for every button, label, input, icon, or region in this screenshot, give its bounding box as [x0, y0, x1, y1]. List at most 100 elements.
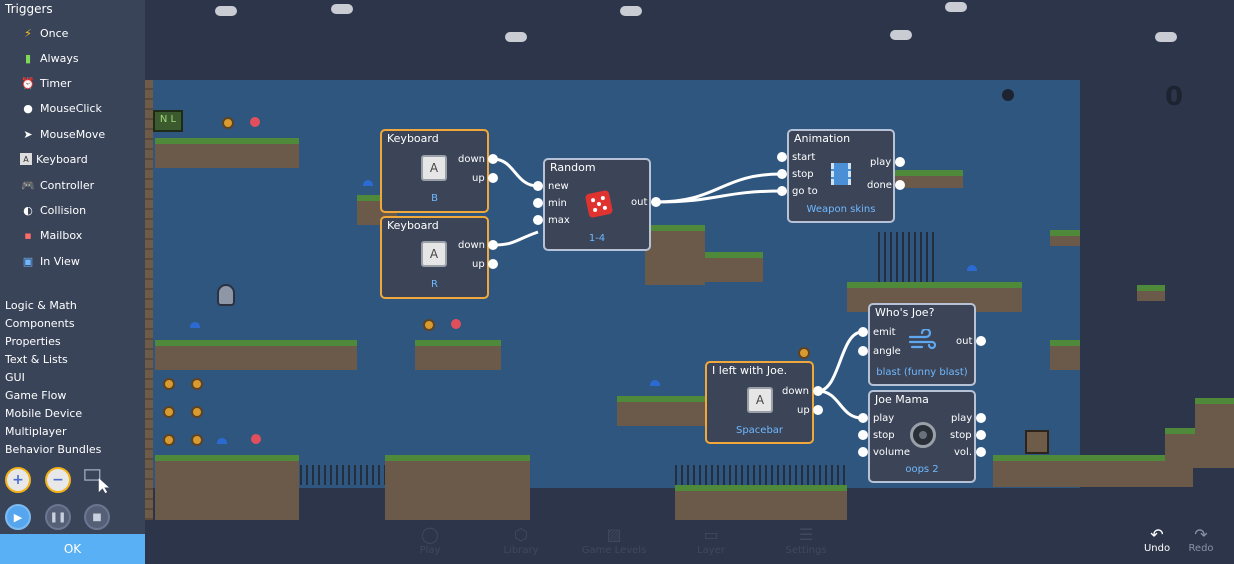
- port-emit-dot[interactable]: [858, 327, 868, 337]
- port-angle: angle: [873, 346, 901, 357]
- node-subtitle: Spacebar: [735, 425, 784, 436]
- category-logic-math[interactable]: Logic & Math: [5, 299, 77, 312]
- category-gui[interactable]: GUI: [5, 371, 25, 384]
- port-new-dot[interactable]: [533, 181, 543, 191]
- port-stop-dot[interactable]: [777, 169, 787, 179]
- select-cursor-icon[interactable]: [83, 468, 109, 494]
- category-text-lists[interactable]: Text & Lists: [5, 353, 68, 366]
- category-mobile-device[interactable]: Mobile Device: [5, 407, 83, 420]
- nav-layer[interactable]: ▭Layer: [695, 525, 727, 556]
- port-stop-dot[interactable]: [858, 430, 868, 440]
- node-left-with-joe[interactable]: I left with Joe. A down up Spacebar: [705, 361, 814, 444]
- spike-trap: [675, 465, 847, 485]
- trigger-controller[interactable]: 🎮Controller: [21, 178, 95, 192]
- bush: [967, 265, 977, 271]
- node-joe-mama[interactable]: Joe Mama play stop volume play stop vol.…: [868, 390, 976, 483]
- platform: [1165, 428, 1195, 468]
- port-down-dot[interactable]: [813, 386, 823, 396]
- cloud: [331, 4, 353, 14]
- port-go-to-dot[interactable]: [777, 186, 787, 196]
- port-min-dot[interactable]: [533, 198, 543, 208]
- trigger-mailbox[interactable]: ▪Mailbox: [20, 226, 82, 244]
- category-behavior-bundles[interactable]: Behavior Bundles: [5, 443, 102, 456]
- port-min: min: [548, 198, 567, 209]
- player-character[interactable]: [217, 284, 235, 306]
- port-down-dot[interactable]: [488, 154, 498, 164]
- trigger-collision[interactable]: ◐Collision: [20, 201, 86, 219]
- trigger-mousemove[interactable]: ➤MouseMove: [20, 125, 105, 143]
- undo-icon: ↶: [1150, 525, 1164, 544]
- node-title: I left with Joe.: [712, 364, 788, 377]
- nav-play[interactable]: ◯Play: [415, 525, 445, 556]
- port-up: up: [797, 405, 810, 416]
- play-button[interactable]: ▶: [5, 504, 31, 530]
- stop-button[interactable]: ■: [84, 504, 110, 530]
- platform: [1195, 398, 1234, 468]
- node-keyboard-r[interactable]: Keyboard A down up R: [380, 216, 489, 299]
- battery-icon: ▮: [24, 51, 32, 65]
- port-start-dot[interactable]: [777, 152, 787, 162]
- port-stop-out-dot[interactable]: [976, 430, 986, 440]
- alarm-clock-icon: ⏰: [21, 76, 35, 90]
- port-angle-dot[interactable]: [858, 346, 868, 356]
- trigger-once[interactable]: ⚡Once: [20, 24, 68, 42]
- node-animation[interactable]: Animation start stop go to play done Wea…: [787, 129, 895, 223]
- layers-icon: ▭: [703, 525, 719, 544]
- port-up-dot[interactable]: [813, 405, 823, 415]
- port-up-dot[interactable]: [488, 173, 498, 183]
- key-icon: A: [20, 153, 32, 165]
- platform: [895, 170, 963, 188]
- spike-trap: [300, 465, 385, 485]
- score-counter: 0: [1165, 82, 1184, 112]
- port-play-dot[interactable]: [895, 157, 905, 167]
- coin: [163, 378, 175, 390]
- category-properties[interactable]: Properties: [5, 335, 61, 348]
- port-play: play: [873, 413, 895, 424]
- trigger-always[interactable]: ▮Always: [20, 49, 79, 67]
- port-up-dot[interactable]: [488, 259, 498, 269]
- platform: [1050, 230, 1080, 246]
- category-multiplayer[interactable]: Multiplayer: [5, 425, 67, 438]
- pause-button[interactable]: ❚❚: [45, 504, 71, 530]
- coin: [191, 434, 203, 446]
- ok-button[interactable]: OK: [0, 534, 145, 564]
- trigger-mouseclick[interactable]: ●MouseClick: [20, 99, 102, 117]
- node-random[interactable]: Random new min max out 1-4: [543, 158, 651, 251]
- port-out-dot[interactable]: [976, 336, 986, 346]
- port-vol-out-dot[interactable]: [976, 447, 986, 457]
- coin: [423, 319, 435, 331]
- nav-game-levels[interactable]: ▨Game Levels: [579, 525, 649, 556]
- nav-library[interactable]: ⬡Library: [501, 525, 541, 556]
- port-out-dot[interactable]: [651, 197, 661, 207]
- node-whos-joe[interactable]: Who's Joe? emit angle out blast (funny b…: [868, 303, 976, 386]
- trigger-timer[interactable]: ⏰Timer: [21, 76, 72, 90]
- platform: [155, 138, 299, 168]
- port-down-dot[interactable]: [488, 240, 498, 250]
- trigger-in-view[interactable]: ▣In View: [20, 252, 80, 270]
- port-down: down: [458, 240, 485, 251]
- coin: [163, 434, 175, 446]
- zoom-out-icon[interactable]: −: [45, 467, 71, 493]
- platform: [705, 252, 763, 282]
- key-icon: A: [421, 241, 447, 267]
- category-components[interactable]: Components: [5, 317, 75, 330]
- port-max-dot[interactable]: [533, 215, 543, 225]
- port-start: start: [792, 152, 816, 163]
- level-canvas[interactable]: N L 0 ◯Play ⬡Library ▨Game Levels ▭Layer…: [145, 0, 1234, 564]
- port-play-dot[interactable]: [858, 413, 868, 423]
- zoom-in-icon[interactable]: +: [5, 467, 31, 493]
- level-exit-sign: N L: [153, 110, 183, 132]
- port-volume-dot[interactable]: [858, 447, 868, 457]
- category-game-flow[interactable]: Game Flow: [5, 389, 67, 402]
- node-keyboard-b[interactable]: Keyboard A down up B: [380, 129, 489, 213]
- play-circle-icon: ◯: [421, 525, 439, 544]
- bush: [190, 322, 200, 328]
- redo-button[interactable]: ↷Redo: [1184, 527, 1218, 555]
- port-done-dot[interactable]: [895, 180, 905, 190]
- nav-settings[interactable]: ☰Settings: [781, 525, 831, 556]
- undo-button[interactable]: ↶Undo: [1140, 525, 1174, 555]
- port-play-out-dot[interactable]: [976, 413, 986, 423]
- port-emit: emit: [873, 327, 896, 338]
- bush: [363, 180, 373, 186]
